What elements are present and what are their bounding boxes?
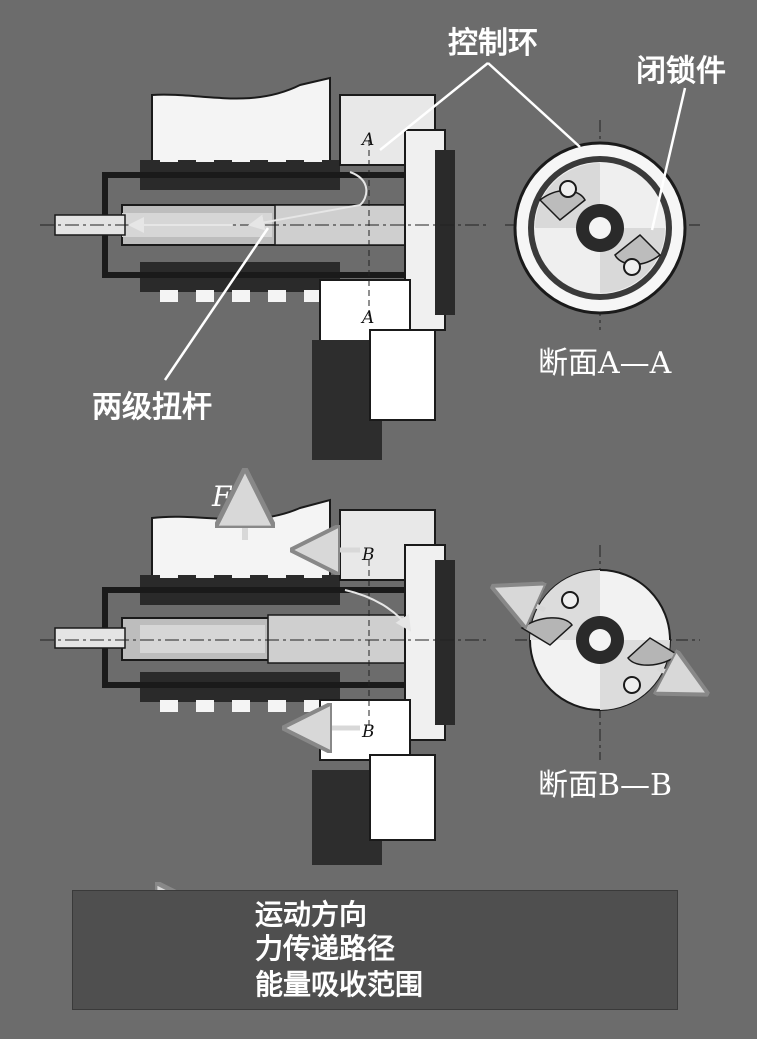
bottom-force-path-arrow — [344, 589, 412, 632]
marker-a-top: A — [362, 130, 375, 150]
label-force-f: F — [212, 480, 232, 513]
label-section-bb: 断面B—B — [538, 768, 673, 803]
marker-b-bottom: B — [362, 722, 375, 742]
top-retractor-assembly — [40, 76, 490, 460]
label-two-stage-torsion-bar: 两级扭杆 — [92, 390, 212, 425]
legend-panel: 运动方向 力传递路径 能量吸收范围 — [72, 890, 678, 1010]
section-bb-view — [500, 545, 700, 760]
section-aa-view — [505, 120, 700, 330]
pawl-b-left-arrow — [500, 590, 545, 610]
marker-b-top: B — [362, 545, 375, 565]
marker-a-bottom: A — [362, 308, 375, 328]
pawl-b-right-arrow — [658, 668, 700, 690]
legend-label-force-path: 力传递路径 — [255, 932, 396, 965]
label-section-aa: 断面A—A — [538, 346, 672, 381]
bottom-retractor-assembly — [40, 480, 490, 865]
label-locking-part: 闭锁件 — [636, 54, 726, 89]
top-force-path-arrow — [248, 171, 368, 231]
leader-lines-top — [163, 62, 687, 381]
bottom-left-shaft — [54, 627, 126, 649]
legend-label-energy-absorption: 能量吸收范围 — [255, 968, 424, 1001]
label-control-ring: 控制环 — [448, 26, 538, 61]
legend-label-movement: 运动方向 — [255, 898, 368, 931]
